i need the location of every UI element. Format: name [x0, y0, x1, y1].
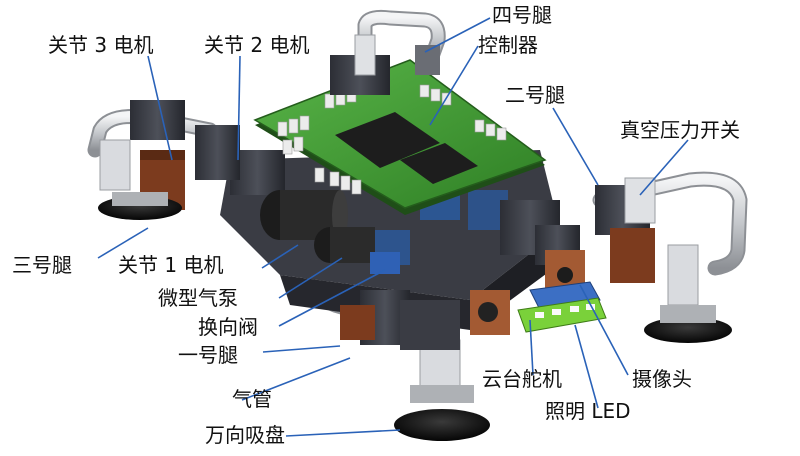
- leg2-hardware: [595, 177, 732, 343]
- label-vacuum-switch: 真空压力开关: [620, 118, 740, 142]
- leader-lines: [97, 17, 689, 437]
- leg1-suction-cup: [394, 409, 490, 441]
- label-leg4: 四号腿: [492, 3, 552, 27]
- leg3-hardware: [98, 100, 240, 220]
- label-joint3-motor: 关节 3 电机: [48, 33, 153, 57]
- secondary-chip: [400, 143, 478, 184]
- label-leg3: 三号腿: [12, 253, 72, 277]
- label-led: 照明 LED: [545, 399, 631, 423]
- label-air-tube: 气管: [232, 387, 272, 411]
- leg1-hardware: [340, 290, 510, 441]
- camera-assembly: [517, 225, 607, 333]
- label-reversing-valve: 换向阀: [198, 315, 258, 339]
- leg2-suction-cup: [644, 317, 732, 343]
- vacuum-switch: [624, 177, 656, 224]
- label-universal-cup: 万向吸盘: [205, 423, 285, 447]
- label-joint2-motor: 关节 2 电机: [204, 33, 309, 57]
- reversing-valve: [370, 252, 400, 274]
- label-gimbal-servo: 云台舵机: [482, 367, 562, 391]
- label-joint1-motor: 关节 1 电机: [118, 253, 223, 277]
- label-camera: 摄像头: [632, 367, 692, 391]
- joint2-servo: [195, 125, 240, 180]
- labels: 四号腿 控制器 关节 3 电机 关节 2 电机 二号腿 真空压力开关 三号腿 关…: [12, 3, 740, 447]
- label-leg1: 一号腿: [178, 343, 238, 367]
- label-controller: 控制器: [478, 33, 538, 57]
- label-micro-pump: 微型气泵: [158, 286, 238, 310]
- micro-pump: [260, 190, 375, 263]
- label-leg2: 二号腿: [505, 83, 565, 107]
- led-board: [517, 297, 607, 333]
- leg4-hardware: [330, 34, 440, 95]
- main-chip: [335, 112, 440, 168]
